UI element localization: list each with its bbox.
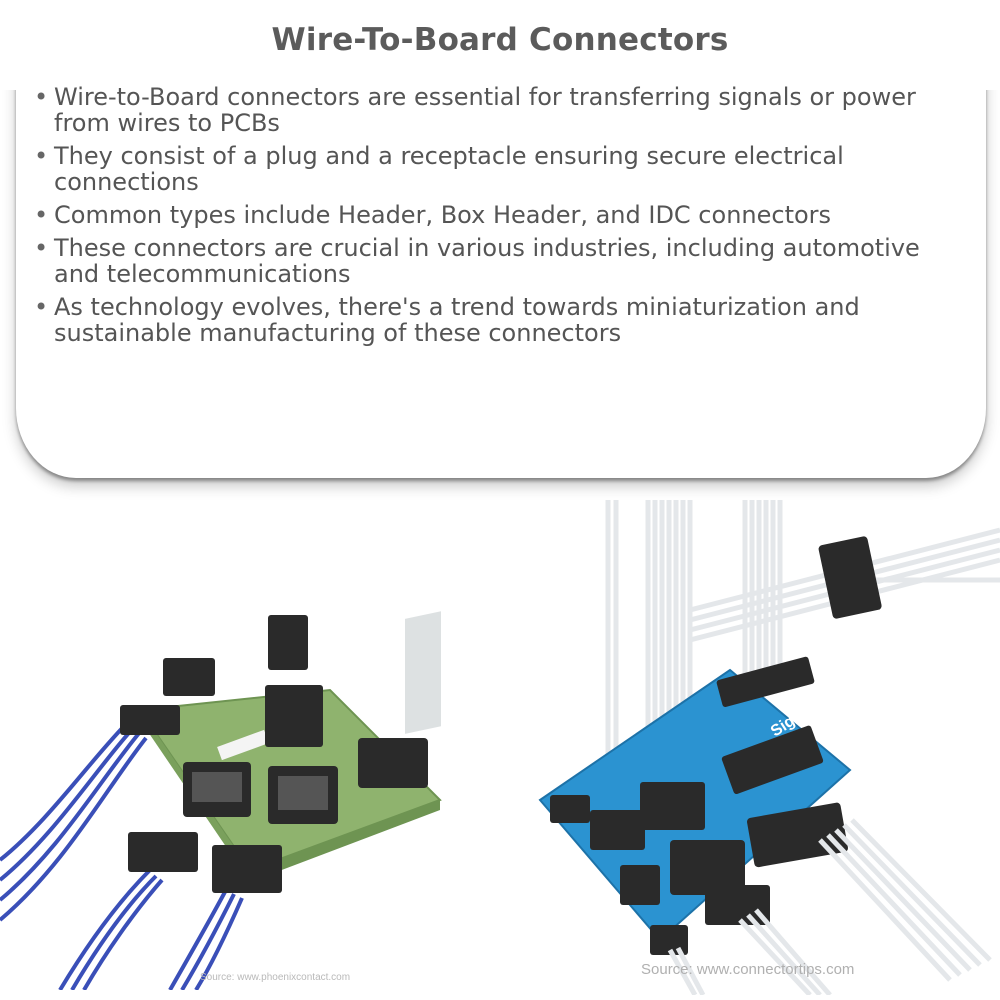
bullet-item: As technology evolves, there's a trend t…: [34, 294, 964, 346]
bullet-item: These connectors are crucial in various …: [34, 235, 964, 287]
black-connectors-icon: [550, 536, 882, 955]
bullet-item: Common types include Header, Box Header,…: [34, 202, 964, 228]
bullet-item: Wire-to-Board connectors are essential f…: [34, 84, 964, 136]
bullet-list: Wire-to-Board connectors are essential f…: [34, 84, 964, 353]
blue-wires-icon: [0, 718, 244, 990]
bullet-item: They consist of a plug and a receptacle …: [34, 143, 964, 195]
page-title: Wire-To-Board Connectors: [271, 22, 729, 58]
wire-to-board-photo-left: [0, 611, 442, 990]
image-credit-right: Source: www.connectortips.com: [641, 961, 855, 978]
image-credit-left: Source: www.phoenixcontact.com: [200, 972, 351, 983]
wire-to-board-photo-right: SignalBee: [538, 500, 1000, 995]
